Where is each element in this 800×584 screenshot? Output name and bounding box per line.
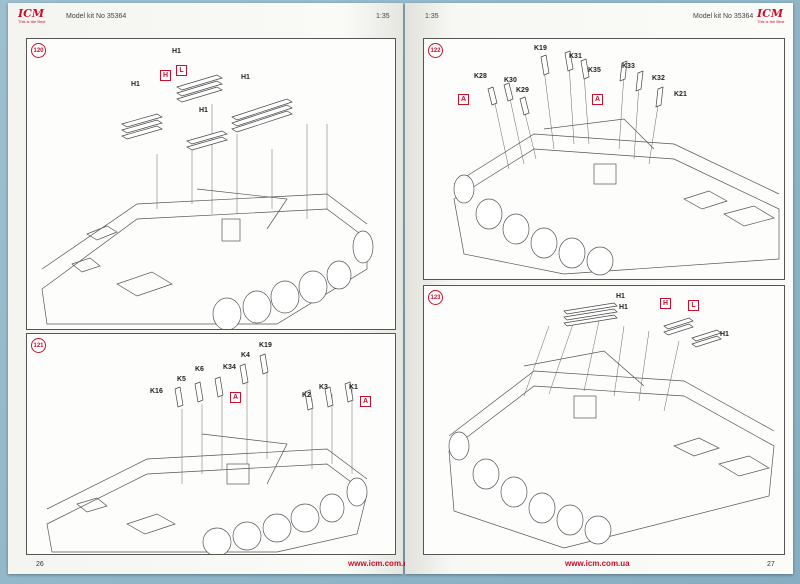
icm-logo: ICM This is the Best (18, 7, 46, 24)
paint-code-box: H (660, 298, 671, 309)
icm-logo: ICM This is the Best (757, 7, 785, 24)
left-page: ICM This is the Best Model kit No 35364 … (8, 3, 413, 574)
part-label: K21 (674, 91, 687, 98)
step-number: 123 (428, 290, 443, 305)
paint-code-box: L (688, 300, 699, 311)
step-120-panel: 120 (26, 38, 396, 330)
part-label: K30 (504, 77, 517, 84)
part-label: H1 (720, 331, 729, 338)
part-label: K3 (319, 384, 328, 391)
part-label: K28 (474, 73, 487, 80)
page-number: 27 (767, 561, 775, 568)
part-label: H1 (199, 107, 208, 114)
website-url: www.icm.com.ua (565, 559, 630, 568)
step-123-drawing (448, 302, 775, 549)
part-label: K19 (259, 342, 272, 349)
step-122-panel: 122 (423, 38, 785, 280)
scale-label: 1:35 (376, 13, 390, 20)
step-number: 122 (428, 43, 443, 58)
part-label: K19 (534, 45, 547, 52)
part-label: K34 (223, 364, 236, 371)
step-121-drawing (46, 353, 368, 554)
part-label: H1 (616, 293, 625, 300)
website-url: www.icm.com.ua (348, 559, 413, 568)
part-label: H1 (172, 48, 181, 55)
scale-label: 1:35 (425, 13, 439, 20)
step-123-panel: 123 (423, 285, 785, 555)
model-kit-number: Model kit No 35364 (66, 13, 127, 20)
part-label: K4 (241, 352, 250, 359)
part-label: K6 (195, 366, 204, 373)
model-kit-number: Model kit No 35364 (693, 13, 754, 20)
part-label: K35 (588, 67, 601, 74)
paint-code-box: A (360, 396, 371, 407)
step-122-drawing (453, 50, 780, 276)
paint-code-box: H (160, 70, 171, 81)
step-121-panel: 121 (26, 333, 396, 555)
paint-code-box: A (230, 392, 241, 403)
part-label: H1 (619, 304, 628, 311)
part-label: H1 (131, 81, 140, 88)
right-page: 1:35 Model kit No 35364 ICM This is the … (405, 3, 793, 574)
step-120-drawing (41, 74, 374, 329)
part-label: K2 (302, 392, 311, 399)
step-number: 120 (31, 43, 46, 58)
part-label: K32 (652, 75, 665, 82)
paint-code-box: A (458, 94, 469, 105)
part-label: H1 (241, 74, 250, 81)
part-label: K16 (150, 388, 163, 395)
paint-code-box: L (176, 65, 187, 76)
part-label: K5 (177, 376, 186, 383)
part-label: K31 (569, 53, 582, 60)
step-number: 121 (31, 338, 46, 353)
paint-code-box: A (592, 94, 603, 105)
part-label: K1 (349, 384, 358, 391)
part-label: K33 (622, 63, 635, 70)
part-label: K29 (516, 87, 529, 94)
page-number: 26 (36, 561, 44, 568)
